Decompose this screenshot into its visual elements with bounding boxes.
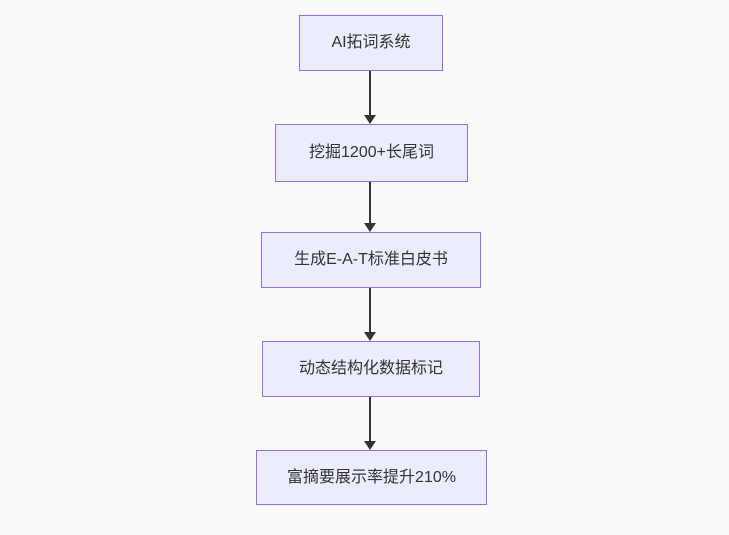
flow-arrow-1-to-2 [364,71,377,124]
flow-node-generate-eat-whitepaper: 生成E-A-T标准白皮书 [261,232,481,288]
flow-node-ai-word-expansion-system: AI拓词系统 [299,15,443,71]
flow-node-dynamic-structured-data-markup: 动态结构化数据标记 [262,341,480,397]
node-label: 挖掘1200+长尾词 [309,144,434,162]
node-label: 富摘要展示率提升210% [287,468,456,486]
flow-node-mine-longtail-keywords: 挖掘1200+长尾词 [275,124,468,182]
node-label: AI拓词系统 [331,34,411,52]
flow-node-rich-snippet-rate-increase: 富摘要展示率提升210% [256,450,487,505]
arrow-head-down-icon [364,441,376,450]
arrow-head-down-icon [364,115,376,124]
arrow-line [369,397,371,442]
arrow-head-down-icon [364,223,376,232]
arrow-head-down-icon [364,332,376,341]
node-label: 生成E-A-T标准白皮书 [294,251,448,269]
arrow-line [369,71,371,116]
flow-arrow-2-to-3 [364,182,377,232]
arrow-line [369,288,371,333]
flow-arrow-4-to-5 [364,397,377,450]
node-label: 动态结构化数据标记 [298,360,443,378]
flow-arrow-3-to-4 [364,288,377,341]
arrow-line [369,182,371,224]
